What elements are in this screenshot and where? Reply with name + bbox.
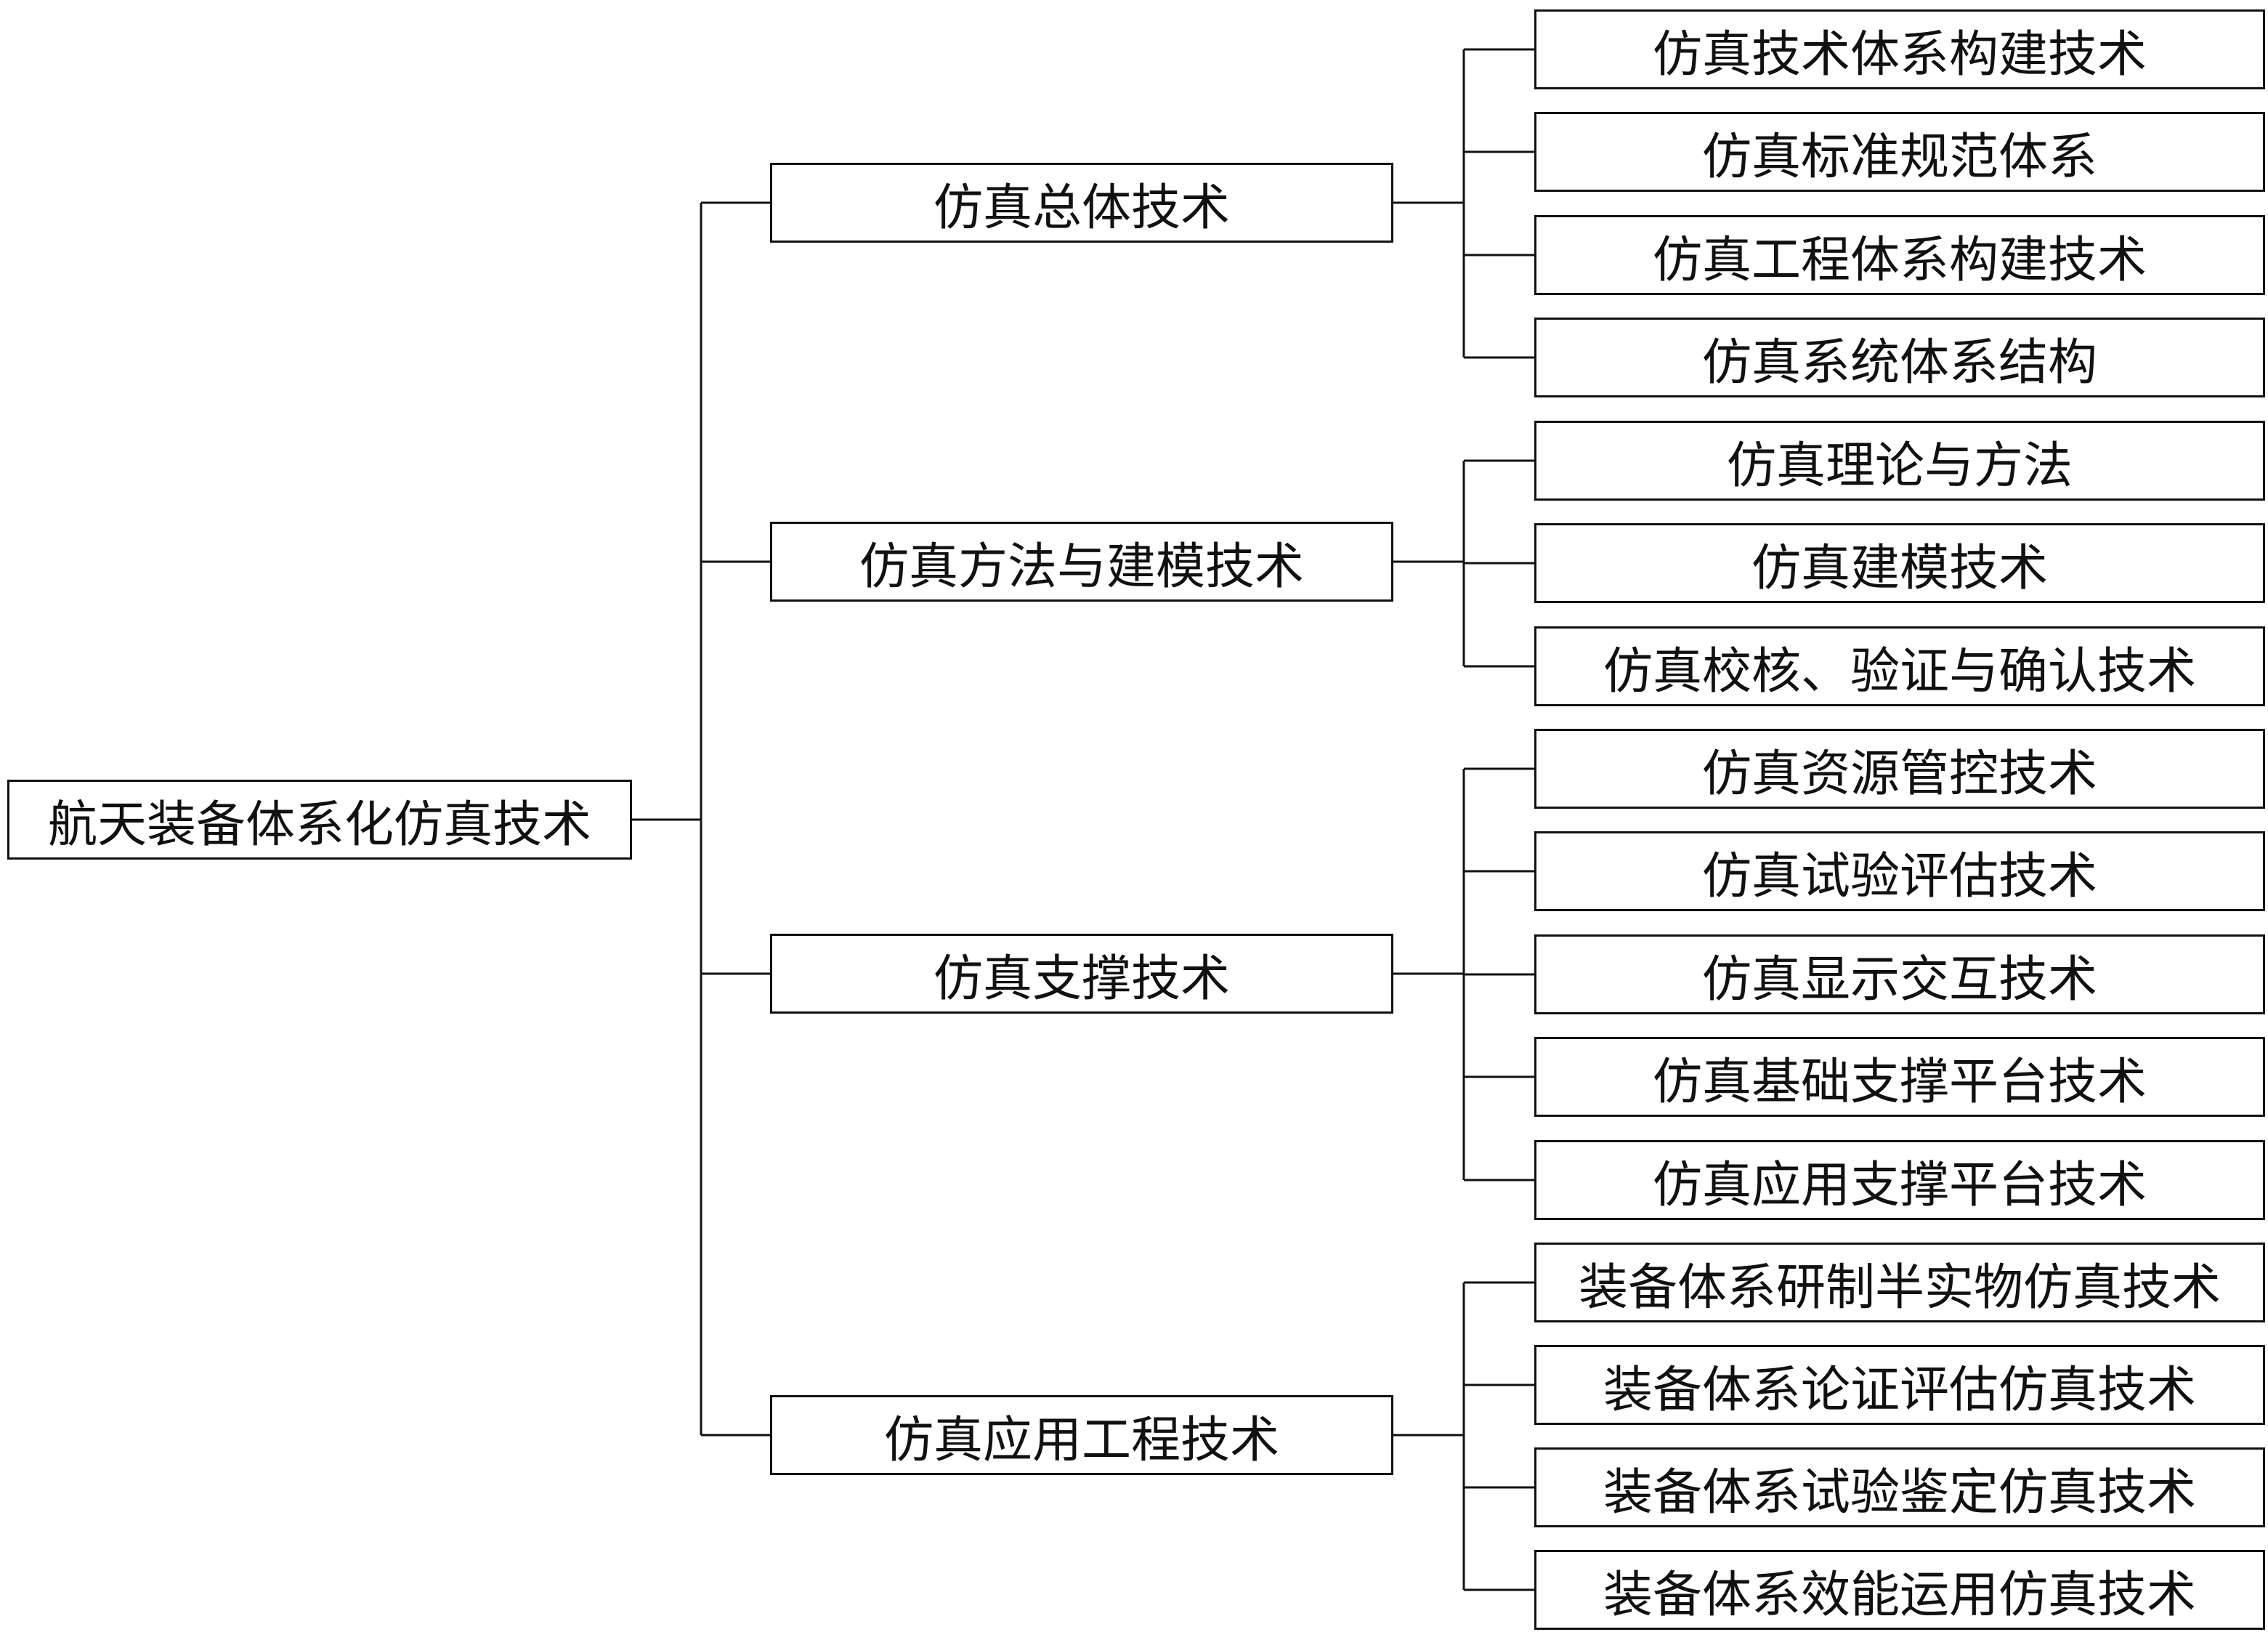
leaf-node-3-2: 仿真试验评估技术 [1534, 831, 2265, 911]
leaf-node-4-3: 装备体系试验鉴定仿真技术 [1534, 1447, 2265, 1527]
leaf-node-3-5: 仿真应用支撑平台技术 [1534, 1140, 2265, 1220]
leaf-node-4-2: 装备体系论证评估仿真技术 [1534, 1345, 2265, 1425]
leaf-node-3-3: 仿真显示交互技术 [1534, 934, 2265, 1014]
leaf-node-1-3: 仿真工程体系构建技术 [1534, 215, 2265, 295]
leaf-node-4-1: 装备体系研制半实物仿真技术 [1534, 1243, 2265, 1322]
leaf-node-2-2: 仿真建模技术 [1534, 523, 2265, 603]
branch-node-2: 仿真方法与建模技术 [770, 522, 1393, 602]
leaf-node-4-4: 装备体系效能运用仿真技术 [1534, 1550, 2265, 1630]
branch-node-1: 仿真总体技术 [770, 163, 1393, 243]
leaf-node-1-4: 仿真系统体系结构 [1534, 318, 2265, 397]
leaf-node-3-4: 仿真基础支撑平台技术 [1534, 1037, 2265, 1117]
leaf-node-1-2: 仿真标准规范体系 [1534, 112, 2265, 192]
branch-node-4: 仿真应用工程技术 [770, 1395, 1393, 1475]
leaf-node-2-3: 仿真校核、验证与确认技术 [1534, 626, 2265, 706]
leaf-node-2-1: 仿真理论与方法 [1534, 421, 2265, 501]
branch-node-3: 仿真支撑技术 [770, 934, 1393, 1014]
leaf-node-1-1: 仿真技术体系构建技术 [1534, 9, 2265, 89]
root-node: 航天装备体系化仿真技术 [7, 780, 632, 860]
leaf-node-3-1: 仿真资源管控技术 [1534, 729, 2265, 809]
